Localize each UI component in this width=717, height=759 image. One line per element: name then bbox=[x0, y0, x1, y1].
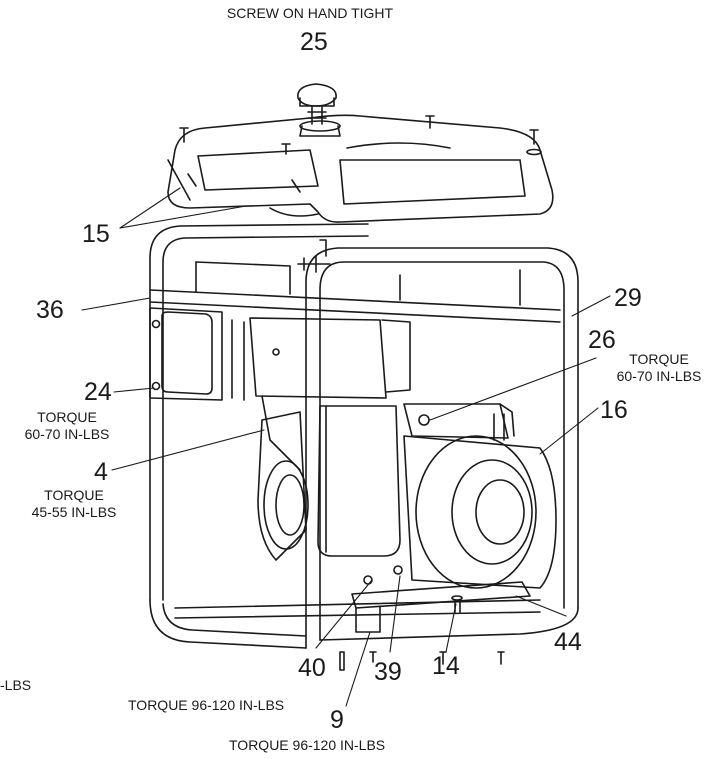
control-panel-bracket bbox=[149, 307, 245, 401]
callout-25: 25 bbox=[300, 28, 328, 56]
muffler-box bbox=[317, 405, 401, 557]
torque-24-label: TORQUE bbox=[37, 409, 97, 425]
frame-bottom-rails bbox=[149, 599, 579, 649]
torque-26-label: TORQUE bbox=[629, 351, 689, 367]
torque-4-value: 45-55 IN-LBS bbox=[31, 504, 117, 520]
callout-36: 36 bbox=[36, 296, 64, 324]
alternator bbox=[403, 435, 557, 589]
mount-bar bbox=[351, 565, 531, 633]
torque-9-note: TORQUE 96-120 IN-LBS bbox=[229, 737, 386, 753]
engine-shroud bbox=[249, 317, 411, 471]
leader-lines bbox=[81, 187, 611, 707]
fuel-tank bbox=[167, 114, 554, 223]
torque-40-note: TORQUE 96-120 IN-LBS bbox=[128, 697, 285, 713]
frame-rear-loop bbox=[149, 223, 369, 601]
callout-15: 15 bbox=[82, 220, 110, 248]
lower-bolts bbox=[339, 651, 505, 671]
torque-4-label: TORQUE bbox=[44, 487, 104, 503]
callout-9: 9 bbox=[330, 706, 344, 734]
upper-cross-member bbox=[149, 261, 561, 323]
frame-front-loop bbox=[305, 247, 579, 649]
tank-bolts bbox=[179, 115, 542, 156]
callout-44: 44 bbox=[554, 628, 582, 656]
callout-4: 4 bbox=[94, 458, 108, 486]
fuel-valve bbox=[297, 239, 331, 273]
fuel-cap bbox=[297, 83, 337, 125]
screw-on-hand-tight-note: SCREW ON HAND TIGHT bbox=[226, 5, 394, 21]
callout-16: 16 bbox=[600, 396, 628, 424]
callout-24: 24 bbox=[84, 378, 112, 406]
alternator-bracket bbox=[403, 403, 515, 441]
recoil-housing bbox=[257, 411, 309, 561]
callout-14: 14 bbox=[432, 652, 460, 680]
callout-26: 26 bbox=[588, 326, 616, 354]
callout-29: 29 bbox=[614, 284, 642, 312]
callout-40: 40 bbox=[298, 654, 326, 682]
cut-off-torque-text: -LBS bbox=[0, 677, 32, 693]
torque-24-value: 60-70 IN-LBS bbox=[24, 426, 110, 442]
callout-39: 39 bbox=[374, 658, 402, 686]
torque-26-value: 60-70 IN-LBS bbox=[616, 368, 702, 384]
